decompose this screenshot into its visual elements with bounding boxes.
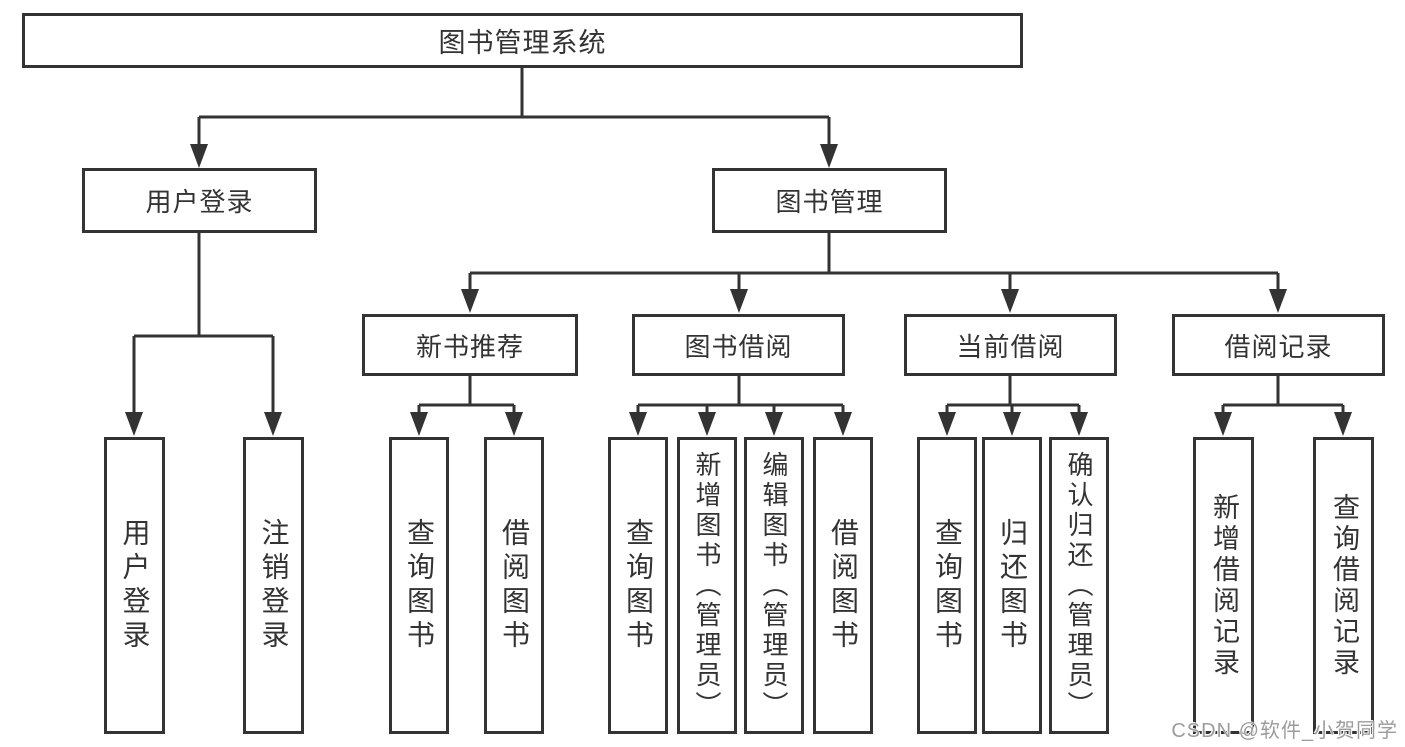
node-query-books-current-label: 查询图书: [932, 517, 963, 654]
node-book-borrowing-label: 图书借阅: [684, 331, 793, 362]
arrowhead: [505, 412, 523, 436]
watermark: CSDN @软件_小贺同学: [1171, 720, 1398, 742]
node-user-login-action-label: 用户登录: [119, 517, 151, 654]
node-current-borrowing-label: 当前借阅: [956, 331, 1065, 362]
node-borrow-books-action-label: 借阅图书: [828, 517, 859, 654]
node-current-borrowing: 当前借阅: [904, 314, 1117, 376]
node-query-books-recommend-label: 查询图书: [404, 517, 435, 654]
arrowhead: [264, 412, 282, 436]
node-borrow-books-action: 借阅图书: [813, 437, 873, 734]
arrowhead: [938, 412, 956, 436]
node-new-book-recommend: 新书推荐: [362, 314, 578, 376]
connector-borrowing-records-children: [1214, 376, 1352, 436]
node-confirm-return-admin: 确认归还（管理员）: [1049, 437, 1109, 734]
arrowhead: [1334, 412, 1352, 436]
node-book-management: 图书管理: [712, 168, 947, 233]
arrowhead: [698, 412, 716, 436]
connector-book-borrowing-children: [629, 376, 852, 436]
arrowhead: [1070, 412, 1088, 436]
node-user-login-action: 用户登录: [104, 437, 165, 734]
node-borrowing-records: 借阅记录: [1172, 314, 1385, 376]
node-user-login-label: 用户登录: [145, 187, 254, 217]
connector-book-management-children: [461, 233, 1287, 313]
arrowhead: [461, 289, 479, 313]
arrowhead: [410, 412, 428, 436]
arrowhead: [1001, 289, 1019, 313]
connector-user-login-children: [125, 233, 282, 436]
arrowhead: [1214, 412, 1232, 436]
node-add-books-admin: 新增图书（管理员）: [677, 437, 737, 734]
node-query-borrow-record-label: 查询借阅记录: [1329, 492, 1359, 679]
arrowhead: [1003, 412, 1021, 436]
arrowhead: [730, 289, 748, 313]
arrowhead: [834, 412, 852, 436]
node-add-borrow-record: 新增借阅记录: [1193, 437, 1254, 734]
arrowhead: [190, 144, 208, 168]
node-query-books-borrowing-label: 查询图书: [623, 517, 654, 654]
node-query-books-borrowing: 查询图书: [608, 437, 668, 734]
arrowhead: [1269, 289, 1287, 313]
arrowhead: [765, 412, 783, 436]
arrowhead: [629, 412, 647, 436]
node-query-borrow-record: 查询借阅记录: [1313, 437, 1374, 734]
node-new-book-recommend-label: 新书推荐: [415, 331, 524, 362]
arrowhead: [820, 144, 838, 168]
node-return-books-label: 归还图书: [997, 517, 1028, 654]
node-add-borrow-record-label: 新增借阅记录: [1209, 492, 1239, 679]
connector-root-to-level2: [190, 68, 838, 168]
node-edit-books-admin: 编辑图书（管理员）: [744, 437, 804, 734]
node-borrow-books-recommend-label: 借阅图书: [499, 517, 530, 654]
node-logout-action-label: 注销登录: [258, 517, 290, 654]
node-user-login: 用户登录: [82, 168, 317, 233]
node-confirm-return-admin-label: 确认归还（管理员）: [1064, 450, 1094, 721]
node-library-system: 图书管理系统: [22, 13, 1023, 68]
node-borrow-books-recommend: 借阅图书: [484, 437, 544, 734]
node-edit-books-admin-label: 编辑图书（管理员）: [759, 450, 789, 721]
node-library-system-label: 图书管理系统: [438, 28, 607, 58]
node-book-borrowing: 图书借阅: [632, 314, 845, 376]
connector-new-book-recommend-children: [410, 376, 523, 436]
node-logout-action: 注销登录: [243, 437, 304, 734]
node-query-books-current: 查询图书: [917, 437, 977, 734]
node-book-management-label: 图书管理: [775, 187, 884, 217]
node-borrowing-records-label: 借阅记录: [1224, 331, 1333, 362]
node-query-books-recommend: 查询图书: [389, 437, 449, 734]
arrowhead: [125, 412, 143, 436]
node-add-books-admin-label: 新增图书（管理员）: [692, 450, 722, 721]
connector-current-borrowing-children: [938, 376, 1088, 436]
node-return-books: 归还图书: [982, 437, 1042, 734]
